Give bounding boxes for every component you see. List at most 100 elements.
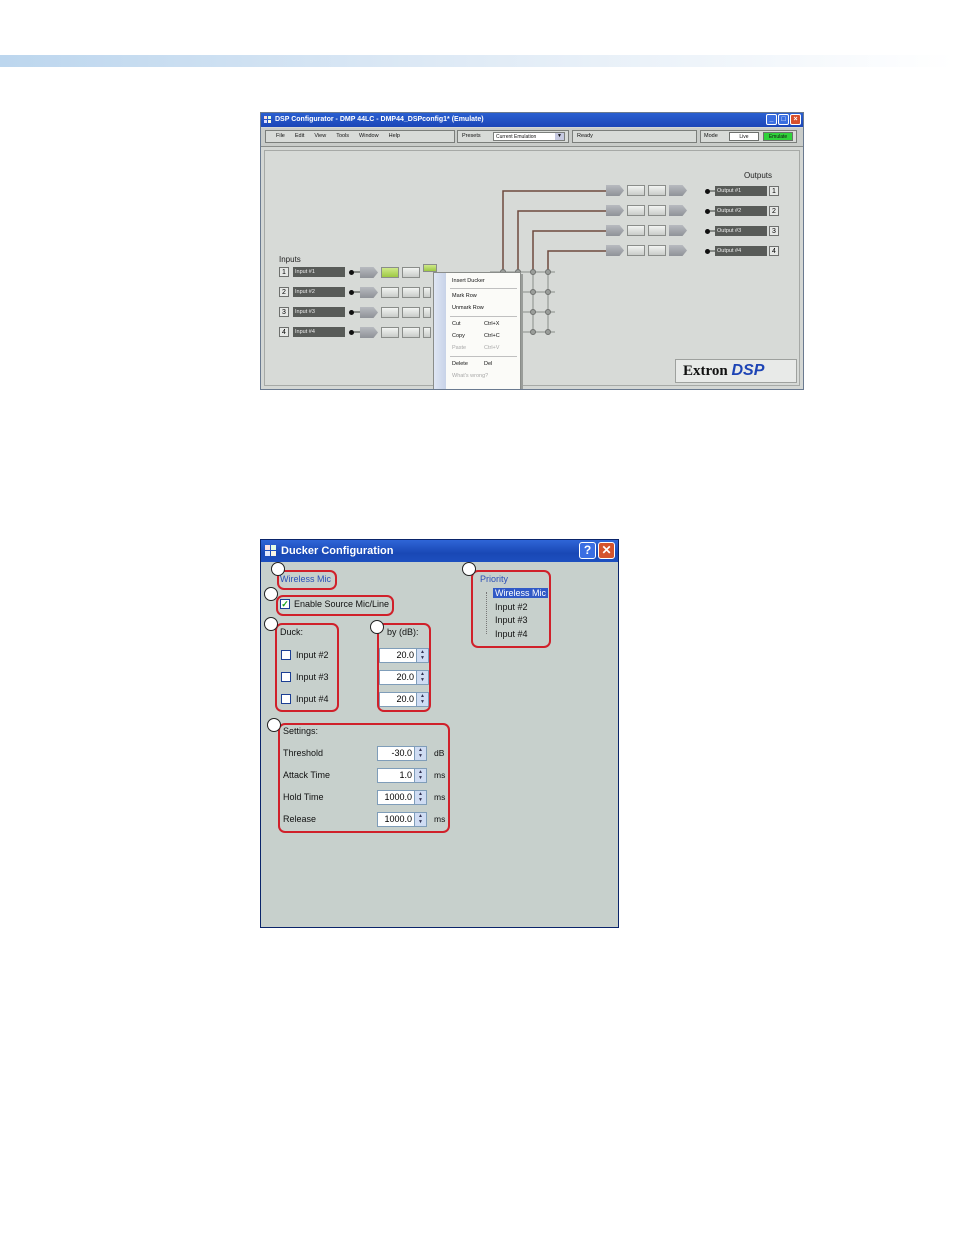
stepper-value[interactable]: -30.0 xyxy=(377,746,415,761)
mix-point[interactable] xyxy=(530,289,536,295)
gain-block[interactable] xyxy=(360,267,378,278)
dynamics-block[interactable] xyxy=(402,267,420,278)
output-volume-block[interactable] xyxy=(669,185,687,196)
output-dynamics-block[interactable] xyxy=(648,185,666,196)
close-button[interactable]: ✕ xyxy=(598,542,615,559)
mix-point[interactable] xyxy=(530,269,536,275)
output-volume-block[interactable] xyxy=(669,245,687,256)
menu-item[interactable]: Help xyxy=(388,133,400,139)
release-stepper[interactable]: 1000.0▲▼ xyxy=(377,812,429,827)
input-name[interactable]: Input #4 xyxy=(293,327,345,337)
input-name[interactable]: Input #1 xyxy=(293,267,345,277)
filter-block[interactable] xyxy=(381,327,399,338)
dsp-window-titlebar[interactable]: DSP Configurator - DMP 44LC - DMP44_DSPc… xyxy=(261,113,803,127)
output-volume-block[interactable] xyxy=(669,225,687,236)
stepper-value[interactable]: 20.0 xyxy=(379,692,417,707)
spin-arrows-icon[interactable]: ▲▼ xyxy=(415,790,427,805)
output-dynamics-block[interactable] xyxy=(648,205,666,216)
filter-block[interactable] xyxy=(381,307,399,318)
output-name[interactable]: Output #1 xyxy=(715,186,767,196)
output-dynamics-block[interactable] xyxy=(648,225,666,236)
output-name[interactable]: Output #4 xyxy=(715,246,767,256)
spin-arrows-icon[interactable]: ▲▼ xyxy=(417,648,429,663)
menu-item[interactable]: View xyxy=(314,133,327,139)
menu-item[interactable]: Tools xyxy=(336,133,350,139)
context-menu-item[interactable]: Cut xyxy=(452,321,461,327)
menu-item[interactable]: Window xyxy=(359,133,379,139)
output-filter-block[interactable] xyxy=(627,245,645,256)
signal-flow-canvas[interactable]: Inputs Outputs 1 Input #1 2 Input #2 3 I… xyxy=(264,150,800,389)
stepper-value[interactable]: 1000.0 xyxy=(377,812,415,827)
attack-time-stepper[interactable]: 1.0▲▼ xyxy=(377,768,429,783)
duck-input4-db-stepper[interactable]: 20.0▲▼ xyxy=(379,692,431,707)
context-menu-item[interactable]: Insert Ducker xyxy=(452,278,485,284)
output-filter-block[interactable] xyxy=(627,225,645,236)
gain-block[interactable] xyxy=(360,287,378,298)
dynamics-block[interactable] xyxy=(402,287,420,298)
stepper-value[interactable]: 1.0 xyxy=(377,768,415,783)
priority-item[interactable]: Input #4 xyxy=(495,629,528,639)
spin-arrows-icon[interactable]: ▲▼ xyxy=(415,768,427,783)
hold-time-stepper[interactable]: 1000.0▲▼ xyxy=(377,790,429,805)
output-volume-block[interactable] xyxy=(669,205,687,216)
close-button[interactable]: × xyxy=(790,114,801,125)
priority-item[interactable]: Wireless Mic xyxy=(493,588,548,598)
delay-block[interactable] xyxy=(423,307,431,318)
dynamics-block[interactable] xyxy=(402,327,420,338)
stepper-value[interactable]: 1000.0 xyxy=(377,790,415,805)
stepper-value[interactable]: 20.0 xyxy=(379,670,417,685)
output-dynamics-block[interactable] xyxy=(648,245,666,256)
output-name[interactable]: Output #2 xyxy=(715,206,767,216)
mix-point[interactable] xyxy=(545,269,551,275)
input-name[interactable]: Input #2 xyxy=(293,287,345,297)
context-menu-item[interactable]: Delete xyxy=(452,361,468,367)
presets-select[interactable]: Current Emulation▼ xyxy=(493,132,565,141)
delay-block[interactable] xyxy=(423,327,431,338)
ducker-titlebar[interactable]: Ducker Configuration ? ✕ xyxy=(261,540,618,562)
priority-item[interactable]: Input #2 xyxy=(495,602,528,612)
mode-emulate-button[interactable]: Emulate xyxy=(763,132,793,141)
spin-arrows-icon[interactable]: ▲▼ xyxy=(415,812,427,827)
priority-item[interactable]: Input #3 xyxy=(495,615,528,625)
selected-block[interactable] xyxy=(423,264,437,272)
mix-point[interactable] xyxy=(530,309,536,315)
duck-input3-checkbox[interactable] xyxy=(281,672,291,682)
duck-input2-db-stepper[interactable]: 20.0▲▼ xyxy=(379,648,431,663)
minimize-button[interactable]: _ xyxy=(766,114,777,125)
output-gain-block[interactable] xyxy=(606,205,624,216)
output-gain-block[interactable] xyxy=(606,245,624,256)
output-gain-block[interactable] xyxy=(606,185,624,196)
duck-input2-checkbox[interactable] xyxy=(281,650,291,660)
filter-block[interactable] xyxy=(381,267,399,278)
gain-block[interactable] xyxy=(360,307,378,318)
stepper-value[interactable]: 20.0 xyxy=(379,648,417,663)
context-menu-item[interactable]: Copy xyxy=(452,333,465,339)
mix-point[interactable] xyxy=(530,329,536,335)
mix-point[interactable] xyxy=(545,309,551,315)
enable-source-checkbox[interactable]: ✓ xyxy=(280,599,290,609)
mix-point[interactable] xyxy=(545,289,551,295)
menu-item[interactable]: File xyxy=(276,133,285,139)
mode-live-button[interactable]: Live xyxy=(729,132,759,141)
help-button[interactable]: ? xyxy=(579,542,596,559)
input-name[interactable]: Input #3 xyxy=(293,307,345,317)
output-filter-block[interactable] xyxy=(627,185,645,196)
output-name[interactable]: Output #3 xyxy=(715,226,767,236)
spin-arrows-icon[interactable]: ▲▼ xyxy=(415,746,427,761)
context-menu-item[interactable]: Unmark Row xyxy=(452,305,484,311)
output-gain-block[interactable] xyxy=(606,225,624,236)
spin-arrows-icon[interactable]: ▲▼ xyxy=(417,692,429,707)
spin-arrows-icon[interactable]: ▲▼ xyxy=(417,670,429,685)
context-menu-item[interactable]: Mark Row xyxy=(452,293,477,299)
duck-input4-checkbox[interactable] xyxy=(281,694,291,704)
filter-block[interactable] xyxy=(381,287,399,298)
dynamics-block[interactable] xyxy=(402,307,420,318)
gain-block[interactable] xyxy=(360,327,378,338)
maximize-button[interactable]: □ xyxy=(778,114,789,125)
menu-item[interactable]: Edit xyxy=(294,133,305,139)
duck-input3-db-stepper[interactable]: 20.0▲▼ xyxy=(379,670,431,685)
delay-block[interactable] xyxy=(423,287,431,298)
mix-point[interactable] xyxy=(545,329,551,335)
threshold-stepper[interactable]: -30.0▲▼ xyxy=(377,746,429,761)
output-filter-block[interactable] xyxy=(627,205,645,216)
